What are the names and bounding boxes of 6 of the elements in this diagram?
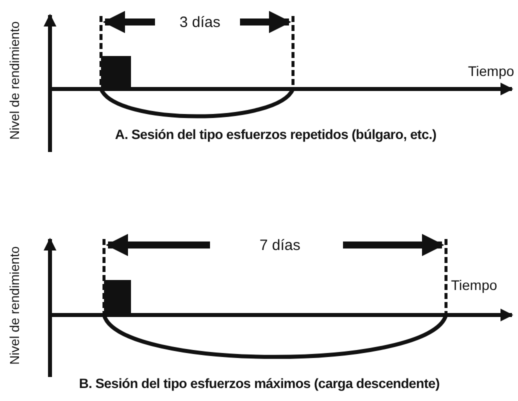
axis-label: Nivel de rendimiento bbox=[7, 246, 20, 364]
axis-label: Nivel de rendimiento bbox=[7, 20, 20, 140]
caption: B. Sesión del tipo esfuerzos máximos (carga descendente) bbox=[79, 377, 440, 390]
caption: A. Sesión del tipo esfuerzos repetidos (búlgaro, etc.) bbox=[115, 128, 436, 142]
axis-label: Tiempo bbox=[451, 278, 498, 292]
axis-label: Tiempo bbox=[468, 64, 514, 78]
